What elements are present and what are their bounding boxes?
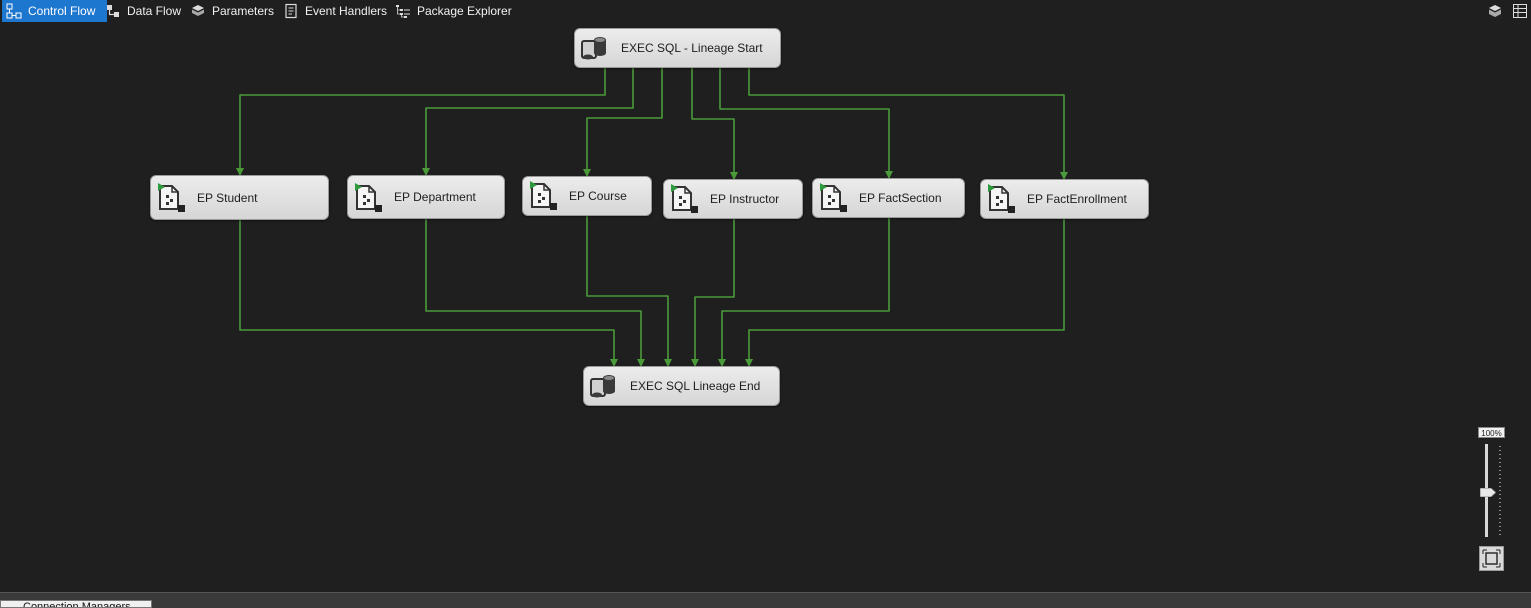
constraint-start-to-course[interactable] [583,68,663,177]
constraint-start-to-department[interactable] [422,68,634,176]
constraint-start-to-factenrollment[interactable] [748,68,1068,180]
tab-package-explorer[interactable]: Package Explorer [395,0,512,22]
parameters-icon [192,5,204,16]
tab-label: Parameters [212,4,275,18]
task-lineage-start[interactable]: EXEC SQL - Lineage Start [574,28,781,68]
task-ep-factenrollment[interactable]: EP FactEnrollment [980,179,1149,219]
task-label: EP Course [569,189,627,203]
event-handlers-icon [285,3,297,19]
constraint-factsection-to-end[interactable] [718,218,890,367]
execute-package-icon [355,183,382,212]
execute-package-icon [158,183,185,212]
constraint-instructor-to-end[interactable] [691,219,735,367]
connection-managers-panel [0,592,1531,608]
package-icon[interactable] [1487,3,1503,19]
task-lineage-end[interactable]: EXEC SQL Lineage End [583,366,780,406]
tab-control-flow[interactable]: Control Flow [2,0,108,22]
tab-event-handlers[interactable]: Event Handlers [283,0,387,22]
task-label: EP FactEnrollment [1027,192,1127,206]
constraint-department-to-end[interactable] [425,219,645,367]
execute-package-icon [988,184,1015,213]
zoom-level-label: 100% [1478,427,1505,438]
zoom-slider-thumb[interactable] [1480,488,1496,498]
control-flow-icon [6,3,22,19]
execute-package-icon [671,184,698,213]
connection-managers-tab[interactable]: Connection Managers [0,600,152,608]
task-ep-factsection[interactable]: EP FactSection [812,178,965,218]
constraint-start-to-student[interactable] [236,68,606,176]
data-flow-icon [107,5,119,17]
task-label: EP FactSection [859,191,942,205]
tab-label: Event Handlers [305,4,388,18]
task-ep-course[interactable]: EP Course [522,176,652,216]
task-label: EXEC SQL - Lineage Start [621,41,763,55]
constraint-start-to-factsection[interactable] [719,68,893,179]
designer-tab-bar: Control Flow Data Flow Parameters Event … [0,0,1531,22]
execute-sql-icon [590,375,615,398]
task-label: EP Student [197,190,258,205]
task-label: EP Department [394,190,476,204]
constraint-student-to-end[interactable] [239,220,618,367]
constraint-start-to-instructor[interactable] [691,68,738,180]
execute-package-icon [820,183,847,212]
package-explorer-icon [396,5,410,18]
variables-grid-icon[interactable] [1512,3,1528,19]
tab-label: Package Explorer [417,4,512,18]
tab-label: Control Flow [28,4,96,18]
task-label: EXEC SQL Lineage End [630,379,761,393]
execute-sql-icon [581,37,606,60]
zoom-slider-ticks [1499,446,1501,536]
tab-data-flow[interactable]: Data Flow [105,0,181,22]
execute-package-icon [530,181,557,210]
task-ep-student[interactable]: EP Student [150,175,329,220]
constraint-factenrollment-to-end[interactable] [745,219,1065,367]
constraint-course-to-end[interactable] [586,216,672,367]
task-label: EP Instructor [710,192,780,206]
task-ep-instructor[interactable]: EP Instructor [663,179,803,219]
zoom-to-fit-icon [1482,549,1501,568]
zoom-to-fit-button[interactable] [1479,546,1504,571]
tab-label: Data Flow [127,4,182,18]
task-ep-department[interactable]: EP Department [347,175,505,219]
tab-parameters[interactable]: Parameters [190,0,274,22]
